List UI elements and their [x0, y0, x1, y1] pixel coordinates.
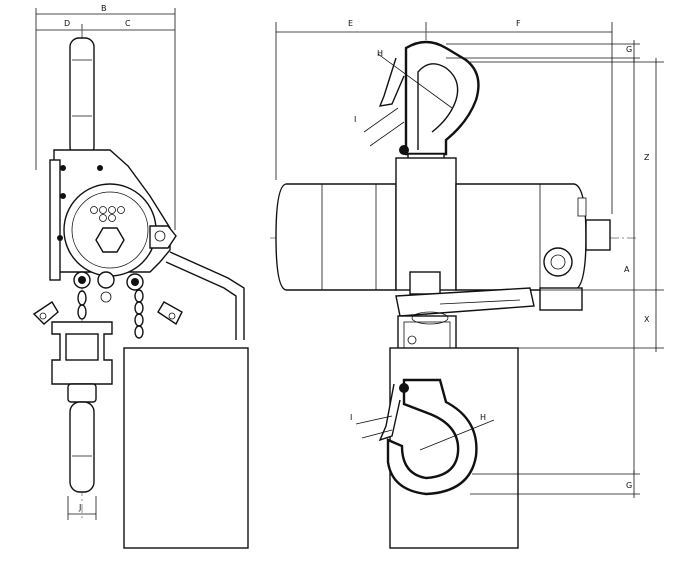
chain-guide-front — [395, 287, 535, 317]
hex-nut — [95, 227, 125, 253]
dimension-g-bottom-label: G — [626, 481, 632, 490]
dimension-i-top-label: I — [354, 115, 356, 124]
dimension-h-bottom-label: H — [480, 413, 486, 422]
chain-left — [77, 290, 87, 320]
dimension-b-label: B — [101, 4, 107, 13]
bottom-hook-side — [69, 401, 95, 493]
valve-body — [539, 287, 583, 311]
dimension-z-label: Z — [644, 153, 650, 162]
top-hook — [404, 40, 480, 156]
front-view: E F H I G — [270, 19, 664, 549]
dimension-h-top-label: H — [377, 49, 383, 58]
dimension-c-label: C — [125, 19, 131, 28]
dimension-f-label: F — [516, 19, 521, 28]
dimension-j-label: J — [78, 503, 81, 512]
chain-right — [134, 289, 144, 339]
gear-body — [395, 157, 457, 291]
chain-guide-left — [32, 301, 59, 325]
side-view: B D C — [32, 4, 249, 549]
bottom-hook-latch — [378, 383, 401, 442]
load-box-side — [123, 347, 249, 549]
top-suspension-bar — [69, 37, 95, 157]
dimension-d-label: D — [64, 19, 70, 28]
end-cap — [585, 219, 611, 251]
bottom-hook — [386, 378, 478, 496]
load-box-front — [389, 347, 519, 549]
dimension-e-label: E — [348, 19, 353, 28]
control-pipe — [169, 251, 245, 340]
dimension-x-label: X — [644, 315, 650, 324]
dimension-g-top-label: G — [626, 45, 632, 54]
dimension-i-bottom-label: I — [350, 413, 352, 422]
dimension-a-label: A — [624, 265, 630, 274]
top-hook-latch — [378, 57, 405, 107]
brake-housing — [455, 183, 587, 291]
motor-housing — [275, 183, 397, 291]
bolt-pattern — [90, 206, 125, 222]
valve-knob — [543, 247, 573, 277]
